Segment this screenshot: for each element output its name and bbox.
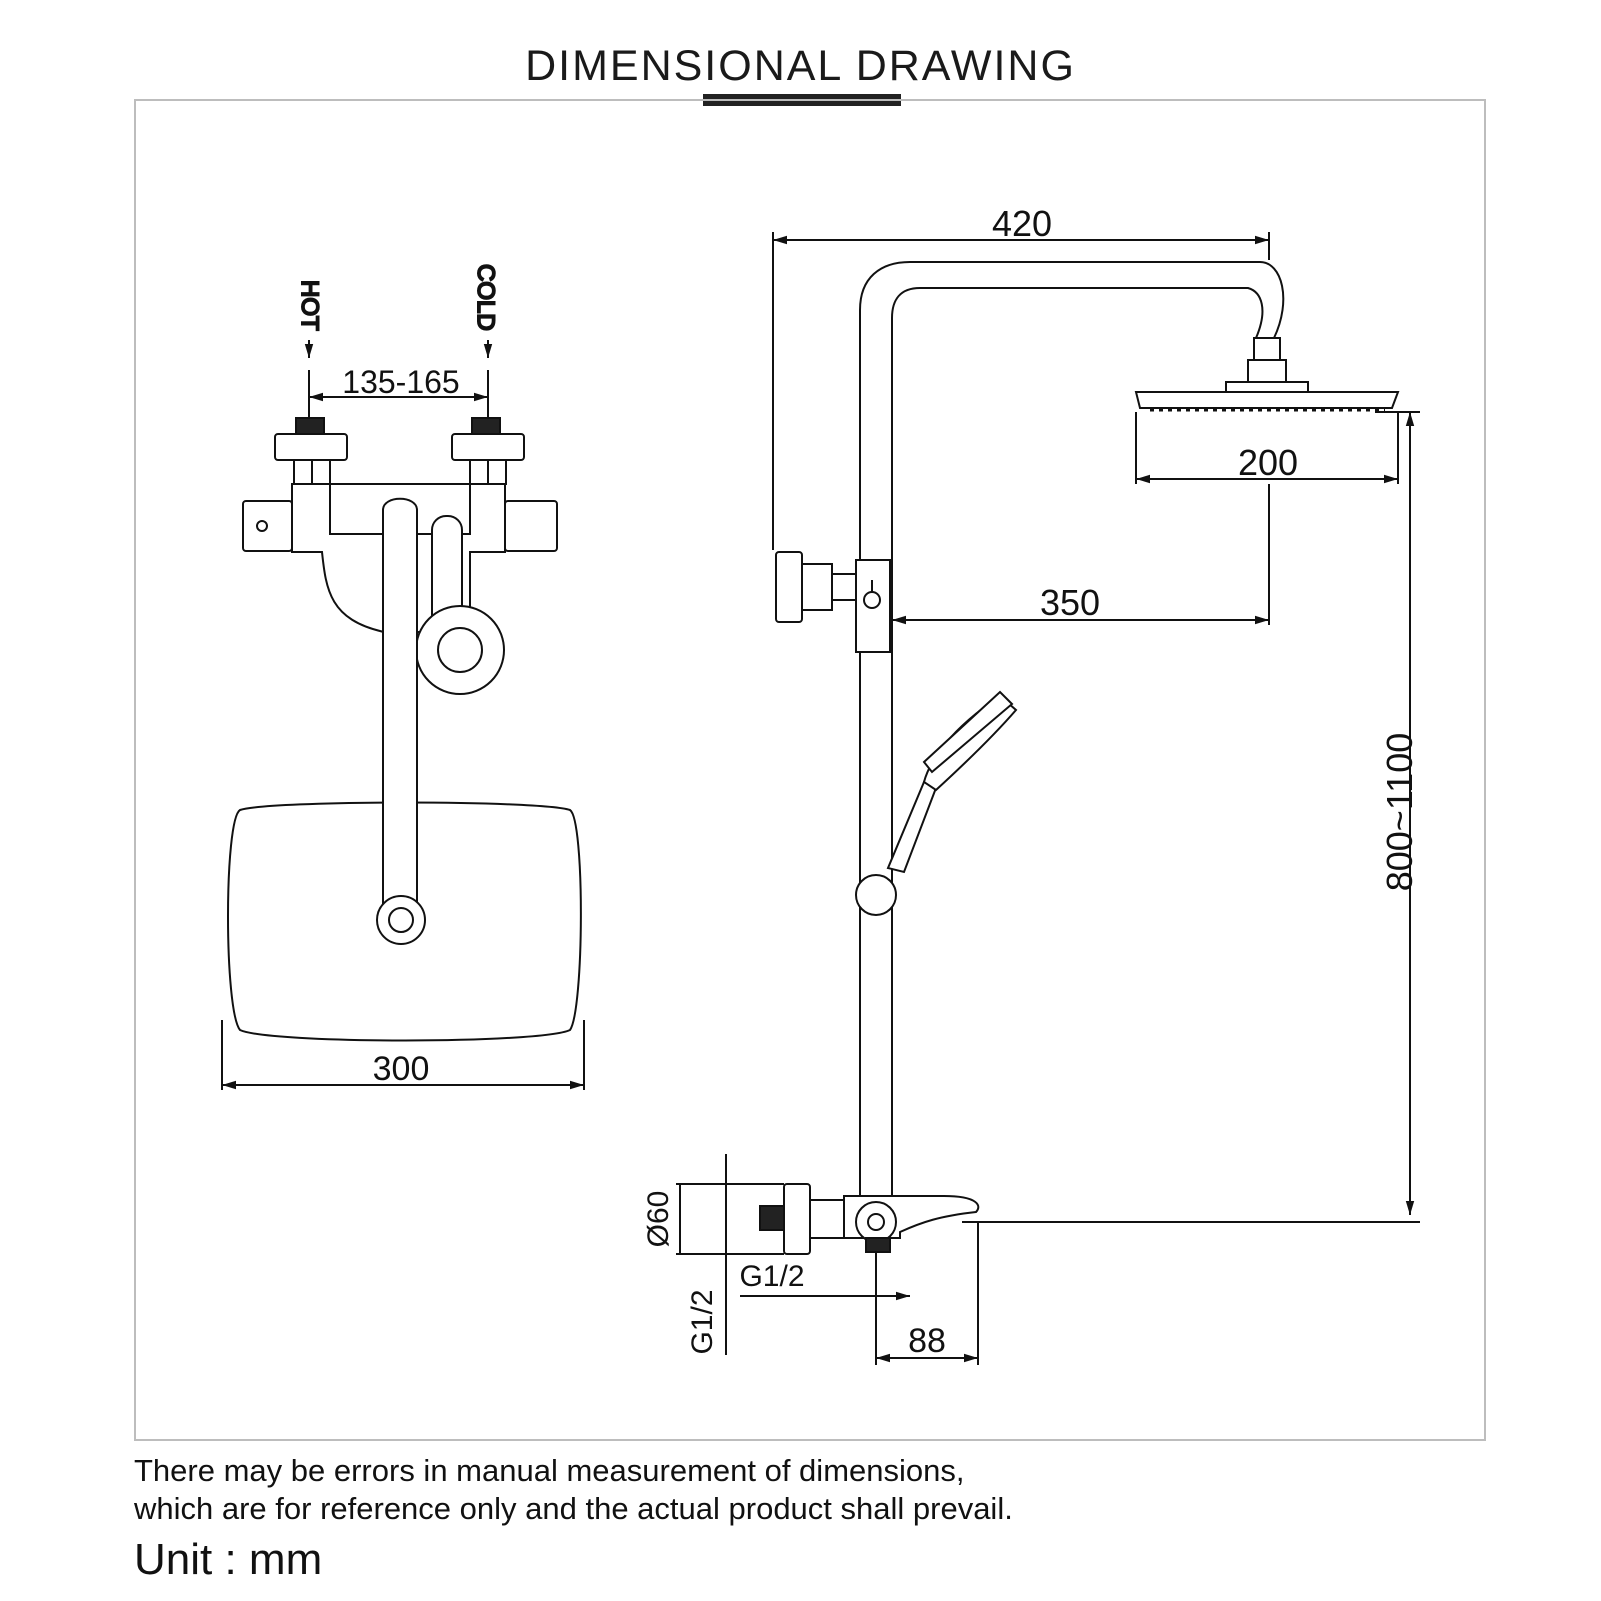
drawing-frame: [134, 99, 1486, 1441]
disclaimer-line-2: which are for reference only and the act…: [134, 1491, 1013, 1526]
overall-reach-label: 420: [992, 203, 1052, 244]
outlet-offset-label: 88: [908, 1322, 946, 1360]
inlet-spacing-label: 135-165: [342, 364, 459, 400]
height-range-label: 800~1100: [1379, 733, 1420, 892]
disclaimer-note: There may be errors in manual measuremen…: [134, 1452, 1013, 1528]
side-view: 420 200 350 800~1100: [642, 203, 1420, 1365]
thread-vertical-label: G1/2: [686, 1289, 719, 1354]
head-diameter-label: 200: [1238, 442, 1298, 483]
riser-arm: [859, 261, 1285, 1197]
front-view: HOT COLD 135-165: [221, 263, 585, 1090]
rain-head: [1134, 391, 1400, 409]
diameter-60-label: Ø60: [642, 1191, 675, 1248]
backplate-width-label: 300: [373, 1050, 430, 1088]
cold-label: COLD: [472, 264, 499, 331]
page-title: DIMENSIONAL DRAWING: [525, 42, 1076, 90]
hand-shower: [886, 780, 938, 874]
disclaimer-line-1: There may be errors in manual measuremen…: [134, 1453, 965, 1488]
hot-label: HOT: [296, 280, 323, 331]
arm-length-label: 350: [1040, 582, 1100, 623]
unit-label: Unit : mm: [134, 1535, 323, 1584]
thread-horizontal-label: G1/2: [739, 1260, 804, 1293]
